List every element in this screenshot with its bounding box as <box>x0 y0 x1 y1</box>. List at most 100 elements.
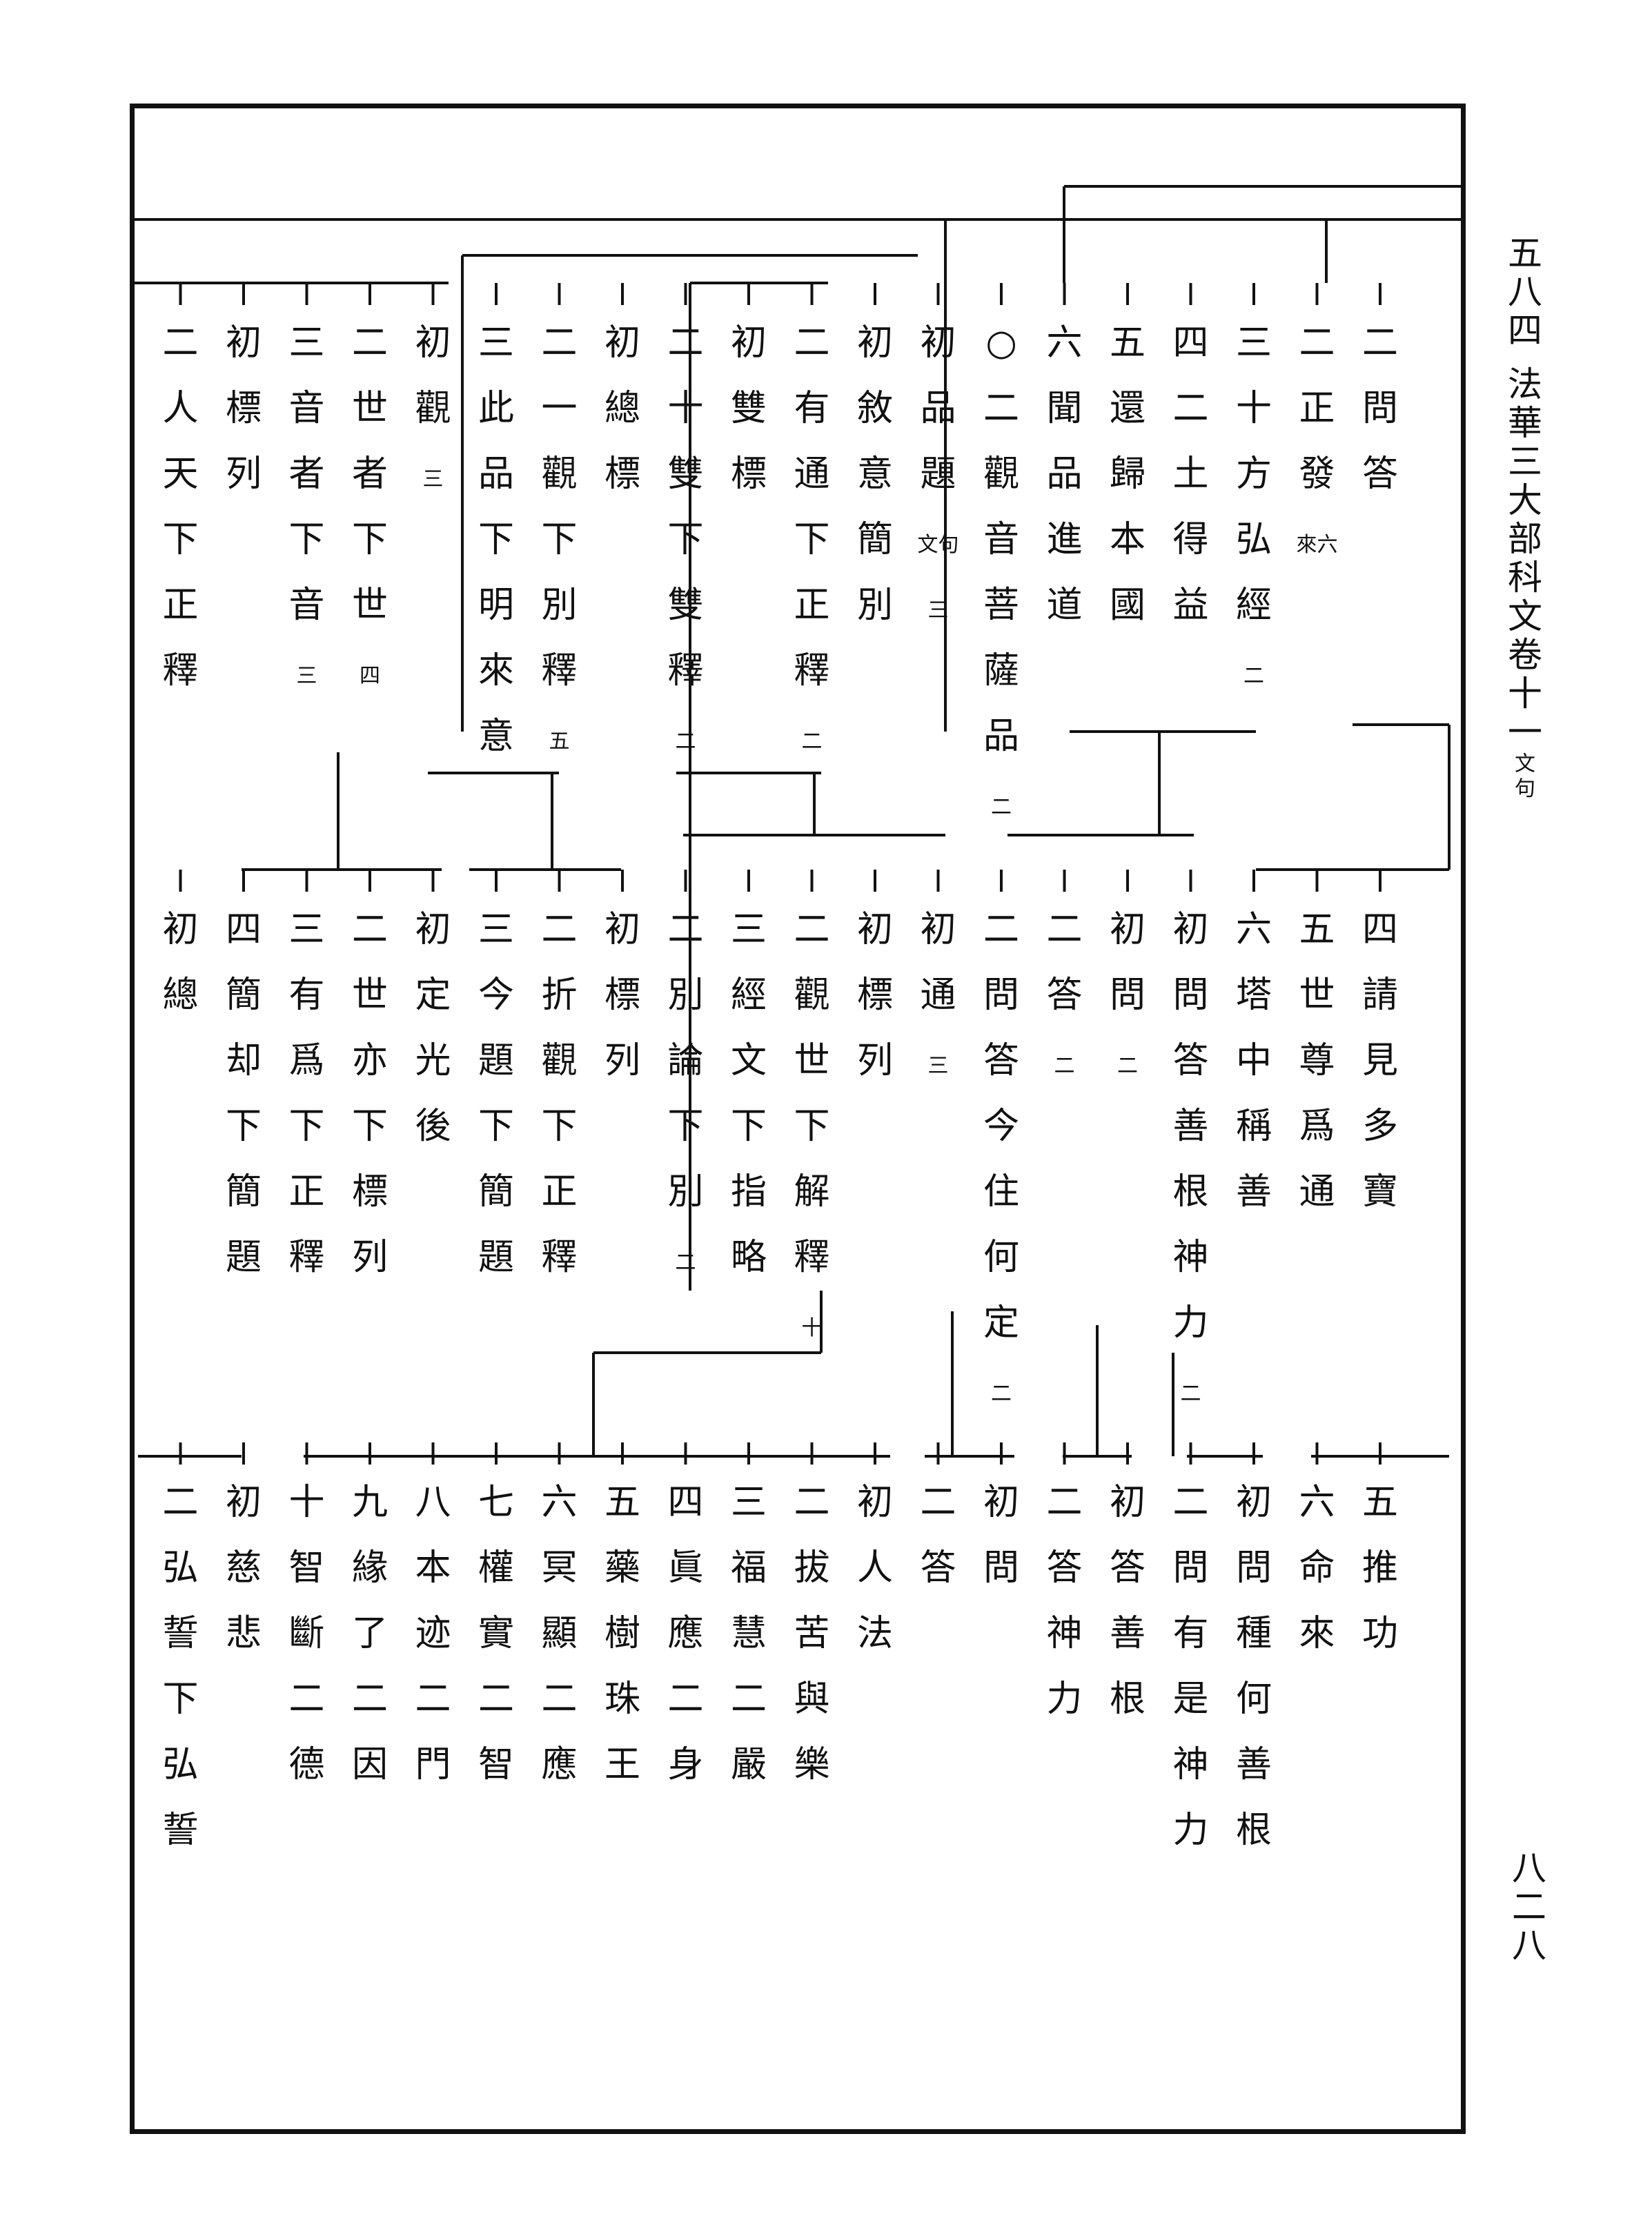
outline-entry: 四二土得益 <box>1167 311 1215 638</box>
outline-entry-text: 二問答今住何定 <box>983 909 1019 1344</box>
outline-entry: 初敘意簡別 <box>851 311 899 638</box>
outline-entry-text: 初答善根 <box>1109 1482 1145 1720</box>
outline-entry-text: 初慈悲 <box>225 1482 262 1654</box>
outline-entry-text: 初總 <box>162 909 199 1016</box>
outline-entry-text: 二折觀下正釋 <box>541 909 578 1278</box>
outline-entry-text: 二答神力 <box>1046 1482 1083 1720</box>
outline-entry: 二一觀下別釋五 <box>535 311 584 770</box>
outline-entry-text: 六聞品進道 <box>1046 322 1083 626</box>
outline-entry: 初品題文句三 <box>914 311 963 638</box>
outline-entry: 二弘誓下弘誓 <box>157 1470 205 1863</box>
outline-entry: 二拔苦與樂 <box>788 1470 836 1798</box>
outline-entry: 初總 <box>157 897 205 1028</box>
outline-entry-note: 三 <box>422 467 444 491</box>
outline-entry: 二人天下正釋 <box>157 311 205 704</box>
outline-entry-text: 二有通下正釋 <box>794 322 830 692</box>
outline-entry: 五藥樹珠王 <box>598 1470 647 1798</box>
outline-entry-text: ○二觀音菩薩品 <box>983 322 1019 757</box>
outline-entry-text: 二一觀下別釋 <box>541 322 578 692</box>
outline-entry-text: 四簡却下簡題 <box>225 909 262 1278</box>
outline-entry: 九緣了二因 <box>346 1470 394 1798</box>
outline-entry: 四請見多寶 <box>1356 897 1404 1225</box>
outline-entry-text: 四眞應二身 <box>667 1482 704 1785</box>
outline-entry-text: 二正發 <box>1299 322 1335 495</box>
outline-entry: 三音者下音三 <box>283 311 331 704</box>
outline-entry-text: 六塔中稱善 <box>1235 909 1272 1213</box>
outline-entry-note: 十 <box>801 1316 823 1340</box>
outline-entry-note: 二 <box>991 795 1012 819</box>
outline-entry: 二答二 <box>1041 897 1089 1094</box>
page-frame <box>130 104 1466 2134</box>
outline-entry-note: 二 <box>675 1251 696 1275</box>
outline-entry-text: 二問答 <box>1361 322 1398 495</box>
outline-entry-note: 三 <box>927 1054 949 1078</box>
outline-entry-text: 初觀 <box>415 322 451 429</box>
outline-entry-text: 初標列 <box>225 322 262 495</box>
outline-entry: 初總標 <box>598 311 647 507</box>
outline-entry: 三此品下明來意 <box>472 311 520 770</box>
outline-entry-text: 初問種何善根 <box>1235 1482 1272 1851</box>
outline-entry: 二答 <box>914 1470 963 1601</box>
outline-entry: 六冥顯二應 <box>535 1470 584 1798</box>
outline-entry: 二正發來六 <box>1293 311 1341 573</box>
page-label-text: 五八四 法華三大部科文卷十一 <box>1502 235 1542 752</box>
outline-entry-text: 十智斷二德 <box>288 1482 325 1785</box>
outline-entry: 初標列 <box>598 897 647 1094</box>
outline-entry: 二問答今住何定二 <box>977 897 1025 1422</box>
outline-entry-note: 五 <box>549 730 570 754</box>
outline-entry: 初問二 <box>1103 897 1152 1094</box>
outline-entry-text: 三經文下指略 <box>730 909 767 1278</box>
outline-entry-text: 初問 <box>983 1482 1019 1589</box>
outline-entry-text: 五還歸本國 <box>1109 322 1145 626</box>
outline-entry-text: 二十雙下雙釋 <box>667 322 704 692</box>
outline-entry-text: 八本迹二門 <box>415 1482 451 1785</box>
outline-entry-text: 三音者下音 <box>288 322 325 626</box>
outline-entry-text: 四二土得益 <box>1172 322 1209 626</box>
outline-entry-text: 二世亦下標列 <box>351 909 388 1278</box>
outline-entry: 六聞品進道 <box>1041 311 1089 638</box>
outline-entry-note: 二 <box>1054 1054 1075 1078</box>
outline-entry: 三十方弘經二 <box>1230 311 1278 704</box>
outline-entry-text: 初品題 <box>920 322 956 495</box>
outline-entry: 二有通下正釋二 <box>788 311 836 770</box>
outline-entry: 初通三 <box>914 897 963 1094</box>
outline-entry: 七權實二智 <box>472 1470 520 1798</box>
outline-entry-text: 初人法 <box>856 1482 893 1654</box>
outline-entry: 六命來 <box>1293 1470 1341 1667</box>
outline-entry: 三有爲下正釋 <box>283 897 331 1291</box>
outline-entry: 初標列 <box>219 311 268 507</box>
outline-entry: 初觀三 <box>409 311 458 507</box>
outline-entry: 初定光後 <box>409 897 458 1159</box>
outline-entry: 二世亦下標列 <box>346 897 394 1291</box>
outline-entry-text: 初問答善根神力 <box>1172 909 1209 1344</box>
outline-entry: 十智斷二德 <box>283 1470 331 1798</box>
outline-entry-text: 六命來 <box>1299 1482 1335 1654</box>
page-label-note: 文句 <box>1511 752 1535 802</box>
outline-entry: 初問 <box>977 1470 1025 1601</box>
outline-entry: 初問答善根神力二 <box>1167 897 1215 1422</box>
outline-entry-text: 二觀世下解釋 <box>794 909 830 1278</box>
outline-entry-text: 五推功 <box>1361 1482 1398 1654</box>
outline-entry-note: 來六 <box>1296 533 1338 557</box>
outline-entry: 二觀世下解釋十 <box>788 897 836 1356</box>
outline-entry-text: 四請見多寶 <box>1361 909 1398 1213</box>
outline-entry-text: 五藥樹珠王 <box>604 1482 640 1785</box>
outline-entry-text: 三今題下簡題 <box>478 909 514 1278</box>
outline-entry: 初問種何善根 <box>1230 1470 1278 1863</box>
outline-entry: 二問答 <box>1356 311 1404 507</box>
outline-entry: 三今題下簡題 <box>472 897 520 1291</box>
outline-entry-note: 二 <box>1180 1382 1201 1406</box>
outline-entry-text: 三此品下明來意 <box>478 322 514 757</box>
outline-entry: 初雙標 <box>725 311 773 507</box>
outline-entry-text: 二別論下別 <box>667 909 704 1213</box>
outline-entry-text: 初問 <box>1109 909 1145 1016</box>
outline-entry: 八本迹二門 <box>409 1470 458 1798</box>
outline-entry-text: 二弘誓下弘誓 <box>162 1482 199 1851</box>
outline-entry: 五世尊爲通 <box>1293 897 1341 1225</box>
outline-entry-text: 九緣了二因 <box>351 1482 388 1785</box>
outline-entry-text: 初標列 <box>604 909 640 1081</box>
outline-entry: 三福慧二嚴 <box>725 1470 773 1798</box>
outline-entry-text: 初敘意簡別 <box>856 322 893 626</box>
outline-entry-note: 二 <box>1117 1054 1138 1078</box>
